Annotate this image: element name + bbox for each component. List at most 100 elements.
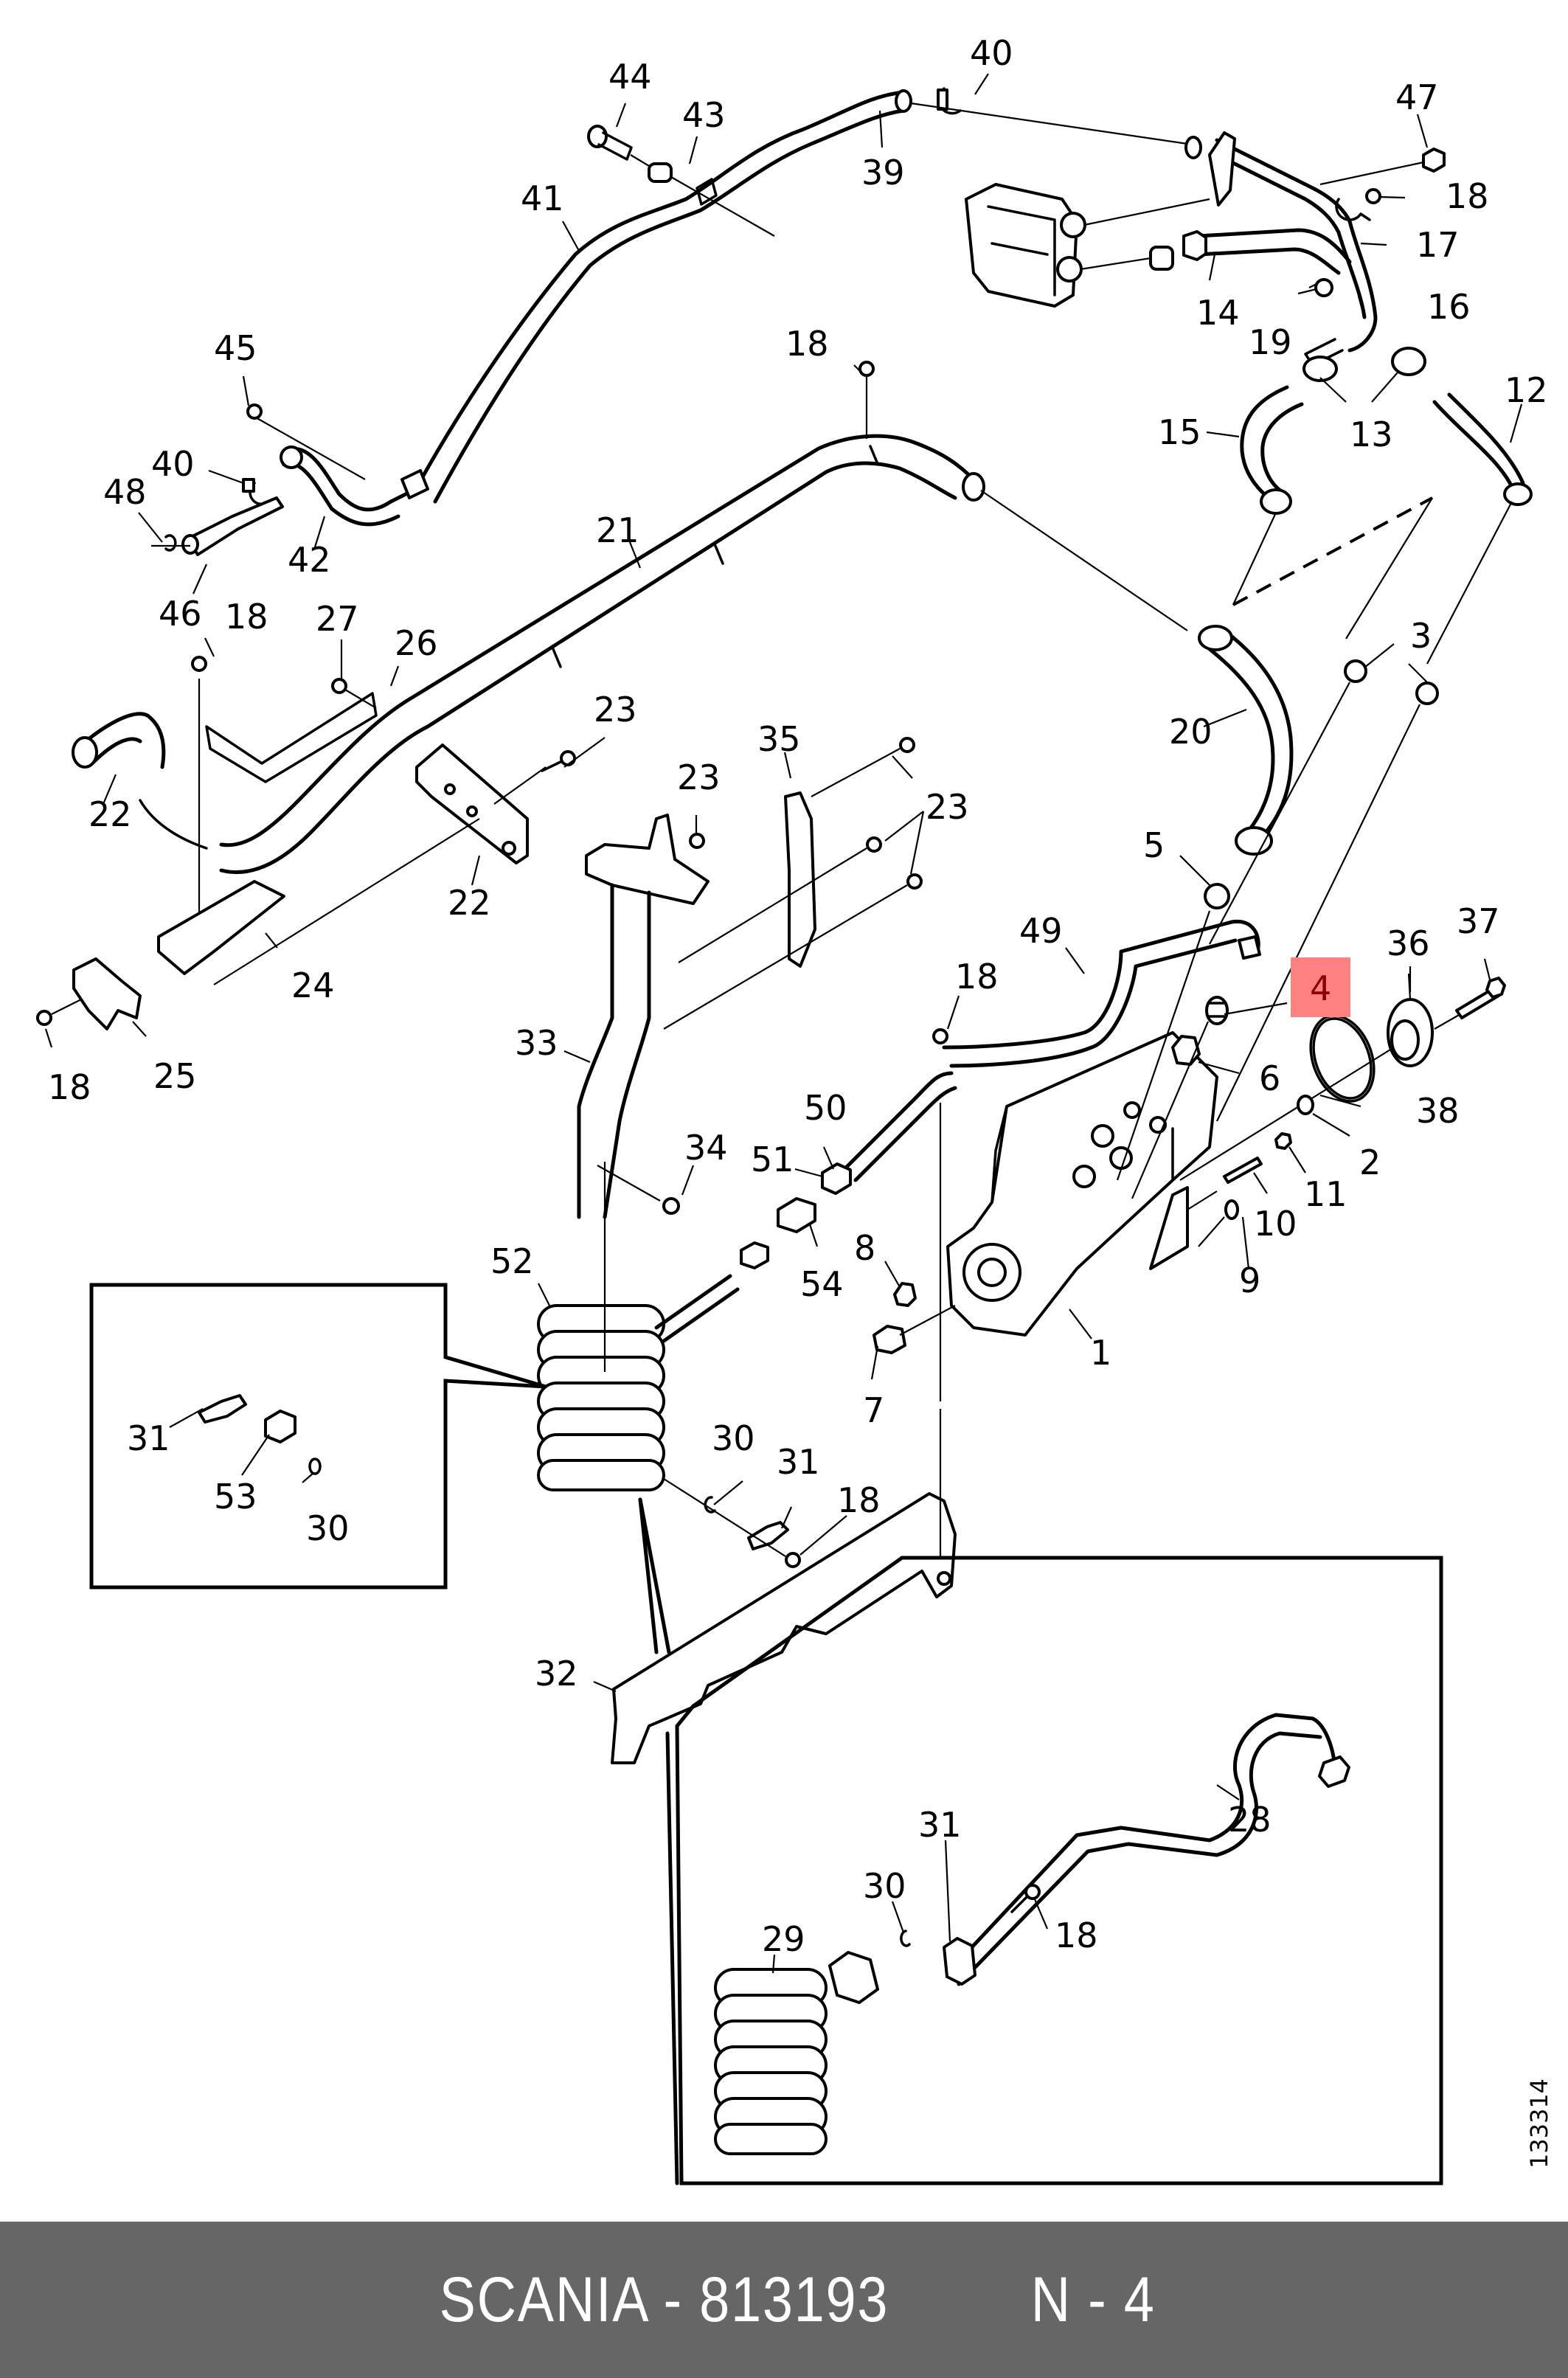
callout-18[interactable]: 18 bbox=[785, 324, 829, 364]
callout-18[interactable]: 18 bbox=[837, 1480, 881, 1520]
callout-20[interactable]: 20 bbox=[1169, 712, 1213, 752]
part-14-fitting[interactable] bbox=[1149, 228, 1352, 275]
callout-9[interactable]: 9 bbox=[1239, 1261, 1260, 1300]
part-52-coil[interactable] bbox=[537, 1274, 740, 1491]
part-31-flange[interactable] bbox=[943, 1937, 976, 1986]
callout-18[interactable]: 18 bbox=[1055, 1916, 1098, 1955]
callout-41[interactable]: 41 bbox=[521, 178, 564, 218]
callout-17[interactable]: 17 bbox=[1416, 225, 1460, 265]
part-25-bracket[interactable] bbox=[72, 957, 142, 1030]
callout-48[interactable]: 48 bbox=[103, 472, 147, 512]
callout-54[interactable]: 54 bbox=[800, 1264, 844, 1304]
callout-23[interactable]: 23 bbox=[594, 690, 637, 729]
part-13-clamp[interactable] bbox=[1302, 347, 1426, 382]
callout-6[interactable]: 6 bbox=[1259, 1058, 1280, 1098]
part-42-pipe[interactable] bbox=[280, 446, 429, 527]
callout-18[interactable]: 18 bbox=[225, 597, 268, 637]
callout-10[interactable]: 10 bbox=[1254, 1204, 1297, 1244]
part-38-oring[interactable] bbox=[1300, 1007, 1385, 1110]
highlighted-callout-4[interactable]: 4 bbox=[1291, 957, 1350, 1017]
callout-52[interactable]: 52 bbox=[490, 1241, 534, 1281]
part-4-fitting[interactable] bbox=[1205, 996, 1229, 1025]
part-31-flange[interactable] bbox=[747, 1521, 789, 1550]
part-23-bolt[interactable] bbox=[689, 833, 705, 849]
callout-26[interactable]: 26 bbox=[395, 623, 438, 663]
part-1-pump-body[interactable] bbox=[946, 1031, 1218, 1337]
junction-housing[interactable] bbox=[965, 183, 1086, 308]
part-23-bolt[interactable] bbox=[541, 750, 576, 772]
callout-30[interactable]: 30 bbox=[863, 1866, 906, 1906]
part-18-bolt[interactable] bbox=[858, 361, 875, 377]
callout-44[interactable]: 44 bbox=[608, 57, 652, 97]
part-33-bracket[interactable] bbox=[577, 814, 710, 1219]
callout-13[interactable]: 13 bbox=[1350, 415, 1393, 454]
part-26-bracket[interactable] bbox=[205, 692, 378, 783]
callout-51[interactable]: 51 bbox=[751, 1140, 794, 1179]
part-43-spacer[interactable] bbox=[648, 162, 673, 183]
part-37-bolt[interactable] bbox=[1455, 977, 1506, 1019]
callout-15[interactable]: 15 bbox=[1158, 412, 1201, 452]
part-49-pipe[interactable] bbox=[942, 919, 1261, 1068]
part-34-bolt[interactable] bbox=[662, 1197, 680, 1215]
part-18-bolt[interactable] bbox=[1365, 188, 1381, 204]
callout-27[interactable]: 27 bbox=[316, 599, 359, 639]
part-30-oring[interactable] bbox=[704, 1496, 716, 1514]
part-17-clamp[interactable] bbox=[1335, 198, 1371, 221]
part-29-coil[interactable] bbox=[714, 1951, 879, 2155]
part-54-fitting[interactable] bbox=[777, 1197, 816, 1233]
callout-14[interactable]: 14 bbox=[1196, 293, 1240, 333]
part-31-flange[interactable] bbox=[198, 1394, 247, 1424]
part-41-pipe[interactable] bbox=[411, 89, 912, 504]
callout-18[interactable]: 18 bbox=[48, 1067, 91, 1107]
callout-34[interactable]: 34 bbox=[684, 1128, 728, 1168]
part-40-clip[interactable] bbox=[242, 478, 271, 506]
part-21-pipe[interactable] bbox=[219, 434, 985, 875]
callout-31[interactable]: 31 bbox=[127, 1418, 170, 1458]
callout-36[interactable]: 36 bbox=[1387, 923, 1430, 963]
part-50-pipe[interactable] bbox=[821, 1071, 957, 1195]
part-19-washer[interactable] bbox=[1314, 278, 1333, 297]
part-22-hose[interactable] bbox=[72, 712, 166, 769]
part-36-gear[interactable] bbox=[1387, 998, 1434, 1067]
callout-5[interactable]: 5 bbox=[1143, 825, 1165, 865]
part-20-hose[interactable] bbox=[1198, 625, 1294, 856]
callout-8[interactable]: 8 bbox=[854, 1228, 875, 1268]
callout-42[interactable]: 42 bbox=[288, 540, 331, 580]
part-23-bolt[interactable] bbox=[866, 737, 923, 890]
callout-40[interactable]: 40 bbox=[970, 33, 1013, 73]
callout-38[interactable]: 38 bbox=[1416, 1091, 1460, 1131]
part-3-plug[interactable] bbox=[1344, 659, 1439, 705]
callout-53[interactable]: 53 bbox=[214, 1477, 257, 1516]
part-45-bolt[interactable] bbox=[246, 403, 263, 420]
callout-1[interactable]: 1 bbox=[1090, 1333, 1111, 1373]
callout-22[interactable]: 22 bbox=[448, 883, 491, 923]
callout-45[interactable]: 45 bbox=[214, 328, 257, 368]
part-30-oring[interactable] bbox=[900, 1930, 911, 1947]
callout-22[interactable]: 22 bbox=[89, 794, 132, 834]
callout-31[interactable]: 31 bbox=[918, 1805, 962, 1845]
callout-25[interactable]: 25 bbox=[153, 1056, 197, 1096]
part-47-cap[interactable] bbox=[1422, 148, 1446, 173]
part-18-bolt[interactable] bbox=[191, 656, 207, 672]
callout-35[interactable]: 35 bbox=[757, 719, 801, 759]
callout-40[interactable]: 40 bbox=[151, 444, 195, 484]
part-18-bolt[interactable] bbox=[932, 1028, 948, 1044]
callout-33[interactable]: 33 bbox=[515, 1023, 558, 1063]
callout-23[interactable]: 23 bbox=[926, 787, 969, 827]
callout-29[interactable]: 29 bbox=[762, 1919, 805, 1959]
callout-3[interactable]: 3 bbox=[1410, 616, 1432, 656]
part-10-stud[interactable] bbox=[1223, 1157, 1263, 1184]
part-7-fitting[interactable] bbox=[873, 1325, 906, 1354]
part-44-bolt[interactable] bbox=[587, 125, 633, 161]
part-18-bolt[interactable] bbox=[785, 1552, 801, 1568]
callout-18[interactable]: 18 bbox=[955, 957, 999, 996]
part-18-bolt[interactable] bbox=[1010, 1884, 1041, 1913]
callout-32[interactable]: 32 bbox=[535, 1654, 578, 1694]
callout-30[interactable]: 30 bbox=[712, 1418, 755, 1458]
part-nut[interactable] bbox=[740, 1241, 769, 1269]
callout-21[interactable]: 21 bbox=[596, 510, 639, 550]
callout-7[interactable]: 7 bbox=[863, 1390, 884, 1430]
part-30-oring[interactable] bbox=[308, 1457, 322, 1475]
part-46-fitting[interactable] bbox=[181, 496, 284, 556]
part-9-washer[interactable] bbox=[1224, 1199, 1239, 1220]
